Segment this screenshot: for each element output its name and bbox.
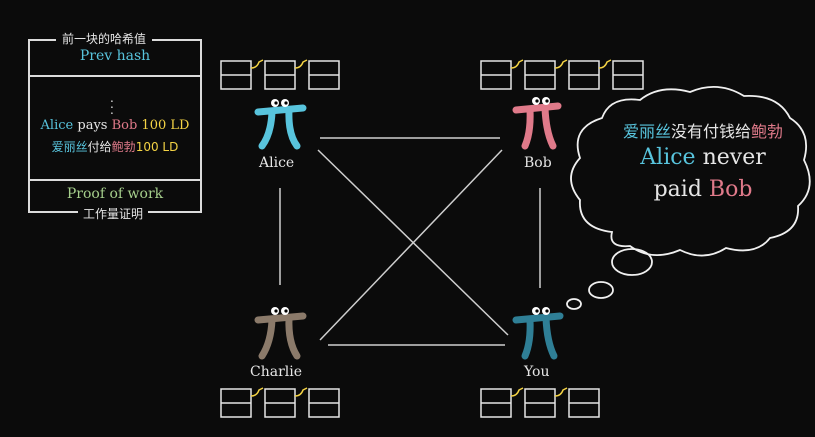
edge-bob-charlie	[319, 149, 503, 341]
tx-bob: Bob	[111, 118, 138, 133]
chain-link-icon	[554, 59, 568, 69]
chain-link-icon	[510, 387, 524, 397]
tx-pays: pays	[73, 118, 112, 133]
alice-pi-icon	[254, 99, 307, 150]
you-blockchain	[480, 388, 600, 418]
charlie-blockchain	[220, 388, 340, 418]
tx-zh-amount: 100 LD	[135, 140, 179, 154]
you-pi-icon	[512, 307, 564, 360]
tx-alice: Alice	[40, 118, 74, 133]
chain-link-icon	[554, 387, 568, 397]
chain-link-icon	[250, 387, 264, 397]
node-label-bob: Bob	[524, 155, 552, 171]
node-label-alice: Alice	[259, 155, 295, 171]
proof-of-work-label: Proof of work	[66, 186, 164, 202]
tx-zh-alice: 爱丽丝	[51, 140, 88, 154]
ellipsis-icon: ...	[110, 91, 114, 117]
chain-link-icon	[598, 59, 612, 69]
prev-hash-label: Prev hash	[79, 48, 151, 64]
chain-link-icon	[294, 387, 308, 397]
charlie-pi-icon	[254, 307, 307, 360]
tx-zh-pay: 付给	[87, 140, 112, 154]
alice-blockchain	[220, 60, 340, 90]
thought-bubble	[566, 86, 811, 310]
chain-link-icon	[294, 59, 308, 69]
proof-of-work-zh-label: 工作量证明	[78, 205, 149, 222]
bob-pi-icon	[512, 97, 562, 150]
transaction-line: Alice pays Bob 100 LD	[28, 118, 202, 133]
chain-link-icon	[510, 59, 524, 69]
block-divider	[30, 75, 200, 77]
transaction-line-zh: 爱丽丝付给鲍勃100 LD	[28, 138, 202, 155]
tx-amount: 100 LD	[137, 118, 190, 133]
node-label-charlie: Charlie	[250, 364, 303, 380]
tx-zh-bob: 鲍勃	[111, 140, 136, 154]
block-divider	[30, 179, 200, 181]
bob-blockchain	[480, 60, 644, 90]
prev-hash-zh-label: 前一块的哈希值	[56, 30, 153, 47]
node-label-you: You	[524, 364, 550, 380]
chain-link-icon	[250, 59, 264, 69]
